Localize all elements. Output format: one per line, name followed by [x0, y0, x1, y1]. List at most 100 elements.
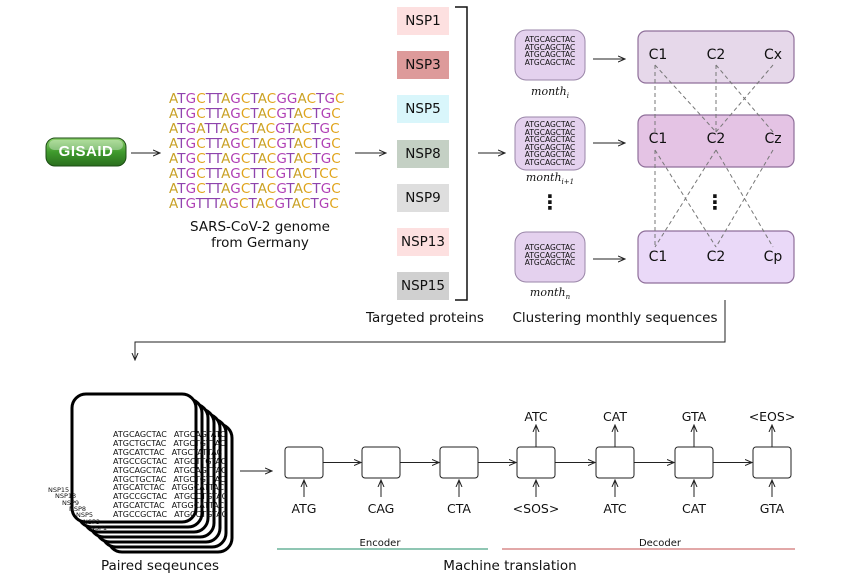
paired-target: ATGCAGTTAC	[173, 465, 227, 475]
paired-target: ATGCTGTTAC	[173, 438, 226, 448]
mini-sequence: ATGCAGCTAC	[524, 35, 576, 44]
cluster-ellipsis: ⋮	[705, 190, 725, 214]
translation-caption: Machine translation	[443, 558, 577, 574]
output-token: GTA	[681, 409, 707, 424]
input-token: CAT	[682, 501, 706, 516]
month-n-bubble	[514, 231, 586, 283]
paired-stack	[70, 392, 234, 554]
mini-sequence: ATGCAGCTAC	[524, 57, 576, 67]
paired-card	[70, 392, 198, 524]
month-label-base: month	[525, 171, 562, 184]
stack-label: NSP1	[90, 523, 108, 532]
output-token: <EOS>	[748, 409, 796, 424]
genome-caption: SARS-CoV-2 genome from Germany	[170, 219, 350, 251]
rnn-cell	[674, 446, 714, 479]
month-ellipsis: ⋮	[540, 190, 560, 214]
month-label-base: month	[531, 85, 567, 98]
genome-sequence-row: ATGATTAGCTACGTACTGC	[169, 121, 340, 137]
protein-nsp3: NSP3	[397, 51, 449, 79]
genome-sequence-row: ATGCTTAGCTACGGACTGC	[169, 91, 345, 107]
rnn-cell	[284, 446, 324, 479]
month-label-base: month	[529, 286, 566, 299]
rnn-cell	[752, 446, 792, 479]
paired-row: ATGCAGCTAC ATGCAGTATC	[113, 430, 227, 440]
paired-target: ATGCTATTAC	[171, 447, 223, 457]
decoder-label: Decoder	[638, 538, 682, 549]
paired-row: ATGCATCTAC ATGGCATTAC	[113, 501, 227, 511]
paired-source: ATGCCGCTAC	[113, 510, 168, 520]
genome-caption-line2: from Germany	[211, 235, 309, 251]
paired-source: ATGCCGCTAC	[113, 492, 168, 502]
rnn-cell	[516, 446, 556, 479]
stack-label: NSP13	[55, 492, 77, 501]
paired-source: ATGCATCTAC	[113, 447, 165, 457]
cluster-label: C2	[706, 249, 726, 265]
cluster-label: C1	[648, 249, 668, 265]
paired-target: ATGGCATTAC	[171, 501, 225, 511]
paired-row: ATGCATCTAC ATGCTATTAC	[113, 447, 227, 458]
mini-sequence: ATGCAGCTAC	[524, 250, 576, 260]
cluster-row-3	[637, 230, 795, 284]
paired-source: ATGCTGCTAC	[113, 474, 167, 484]
paired-target: ATGGCATTAC	[171, 483, 225, 493]
mini-sequence: ATGCAGCTAC	[524, 127, 576, 137]
translation-cells	[284, 425, 792, 497]
paired-target: ATGCCTGTAC	[174, 492, 228, 502]
protein-nsp1: NSP1	[397, 7, 449, 35]
rnn-cell	[595, 446, 635, 479]
genome-sequence-row: ATGCTTAGCTTCGTACTCC	[169, 166, 339, 182]
input-token: <SOS>	[512, 501, 560, 516]
paired-target: ATGCTTGTAC	[174, 456, 227, 466]
genome-sequence-row: ATGCTTAGCTACGTACTGC	[169, 151, 341, 167]
paired-row: ATGCTGCTAC ATGCTGTTAC	[113, 438, 227, 449]
protein-nsp15: NSP15	[397, 272, 449, 300]
rnn-cell	[439, 446, 479, 479]
stack-label: NSP8	[69, 504, 87, 513]
paired-source: ATGCATCTAC	[113, 483, 165, 493]
input-token: ATG	[291, 501, 317, 516]
month-label-subscript: i	[566, 92, 569, 101]
mini-sequence: ATGCAGCTAC	[524, 135, 576, 144]
paired-caption: Paired seqeunces	[100, 558, 220, 574]
paired-row: ATGCATCTAC ATGGCATTAC	[113, 483, 227, 493]
stack-label: NSP9	[62, 498, 80, 507]
output-token: ATC	[524, 409, 548, 424]
month-i1-bubble	[514, 116, 586, 171]
input-token: GTA	[759, 501, 785, 516]
cluster-label: Cx	[763, 47, 783, 63]
paired-source: ATGCATCTAC	[113, 501, 165, 511]
genome-sequence-row: ATGCTTAGCTACGTACTGC	[169, 106, 341, 122]
cluster-label: C2	[706, 131, 726, 147]
protein-nsp8: NSP8	[397, 140, 449, 168]
paired-source: ATGCTGCTAC	[113, 438, 167, 448]
genome-sequence-row: ATGCTTAGCTACGTACTGC	[169, 136, 341, 152]
arrow-clustering-to-paired	[135, 300, 726, 360]
proteins-caption: Targeted proteins	[366, 310, 484, 326]
paired-target: ATGCAGTATC	[173, 430, 226, 439]
input-token: CAG	[367, 501, 395, 516]
input-token: ATC	[603, 501, 627, 516]
output-token: CAT	[603, 409, 627, 424]
protein-bracket	[455, 6, 468, 301]
stack-label: NSP3	[83, 517, 101, 526]
gisaid-logo-text: GISAID	[58, 143, 114, 160]
paired-source: ATGCAGCTAC	[113, 430, 167, 439]
paired-source: ATGCCGCTAC	[113, 456, 168, 466]
mini-sequence: ATGCAGCTAC	[524, 42, 576, 52]
mini-sequence: ATGCAGCTAC	[524, 50, 576, 59]
clustering-caption: Clustering monthly sequences	[512, 310, 718, 326]
cluster-links	[654, 64, 774, 248]
mini-sequence: ATGCAGCTAC	[524, 243, 576, 252]
mini-sequence: ATGCAGCTAC	[524, 258, 576, 267]
stack-label: NSP5	[76, 511, 94, 520]
mini-sequence: ATGCAGCTAC	[524, 142, 576, 152]
month-label: monthi+1	[520, 171, 580, 186]
protein-nsp13: NSP13	[397, 228, 449, 256]
